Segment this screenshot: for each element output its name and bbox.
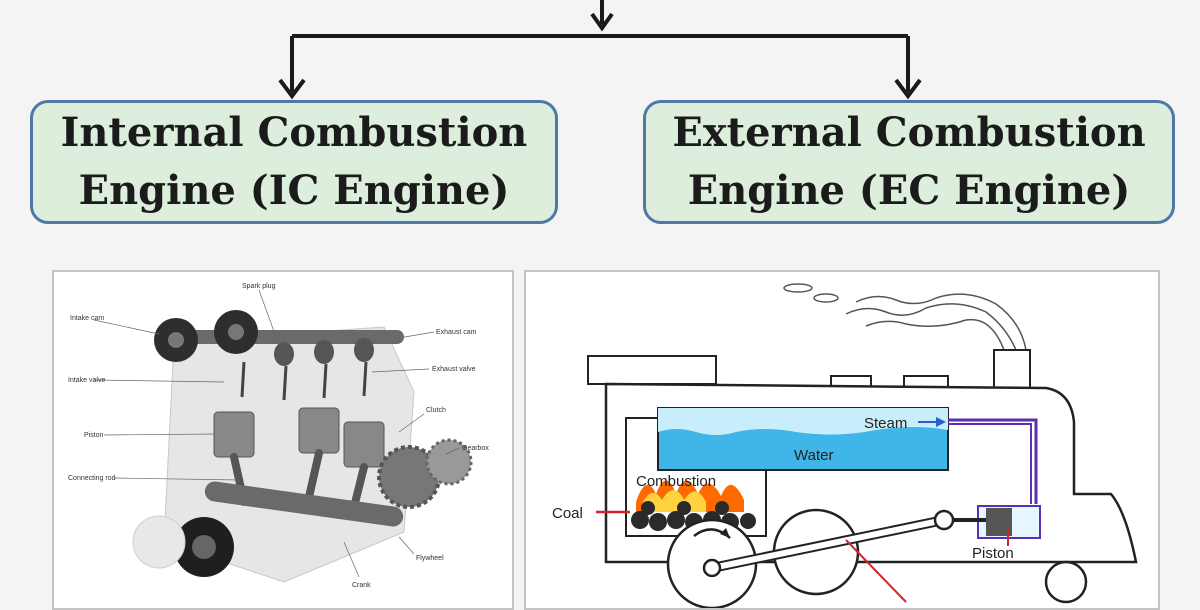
label-exhaust-cam: Exhaust cam [436, 329, 477, 336]
arrow-head-left [278, 78, 306, 100]
ec-engine-title-line1: External Combustion [672, 109, 1146, 156]
label-exhaust-valve: Exhaust valve [432, 366, 476, 373]
label-combustion: Combustion [636, 473, 716, 490]
connector-tree [278, 0, 922, 100]
label-piston: Piston [84, 432, 104, 439]
label-flywheel: Flywheel [416, 555, 444, 562]
ec-engine-title-line2: Engine (EC Engine) [687, 167, 1131, 214]
piston-3 [343, 421, 385, 468]
label-crank: Crank [352, 582, 371, 589]
piston-2 [298, 407, 340, 454]
arrow-head-right [894, 78, 922, 100]
label-clutch: Clutch [426, 407, 446, 414]
label-spark-plug: Spark plug [242, 283, 276, 290]
chimney [993, 349, 1031, 389]
label-gearbox: Gearbox [462, 445, 489, 452]
ic-engine-box: Internal Combustion Engine (IC Engine) [30, 100, 558, 224]
ic-engine-illustration: Spark plug Intake cam Exhaust cam Intake… [52, 270, 514, 610]
smoke [783, 283, 1027, 351]
label-piston: Piston [972, 545, 1014, 562]
ic-engine-title-line2: Engine (IC Engine) [78, 167, 510, 214]
label-water: Water [794, 447, 833, 464]
steam-pipe [948, 418, 1038, 504]
label-steam: Steam [864, 415, 907, 432]
label-connecting-rod: Connecting rod [68, 475, 116, 482]
arrow-head-top [590, 12, 614, 32]
cab-roof [587, 355, 717, 385]
crankshaft [204, 481, 404, 527]
label-coal: Coal [552, 505, 583, 522]
ic-engine-title-line1: Internal Combustion [60, 109, 528, 156]
ec-engine-box: External Combustion Engine (EC Engine) [643, 100, 1175, 224]
label-intake-valve: Intake valve [68, 377, 105, 384]
piston-1 [213, 411, 255, 458]
label-intake-cam: Intake cam [70, 315, 104, 322]
front-wheel [1044, 560, 1088, 604]
ec-engine-illustration: Steam Water Combustion Coal Piston [524, 270, 1160, 610]
